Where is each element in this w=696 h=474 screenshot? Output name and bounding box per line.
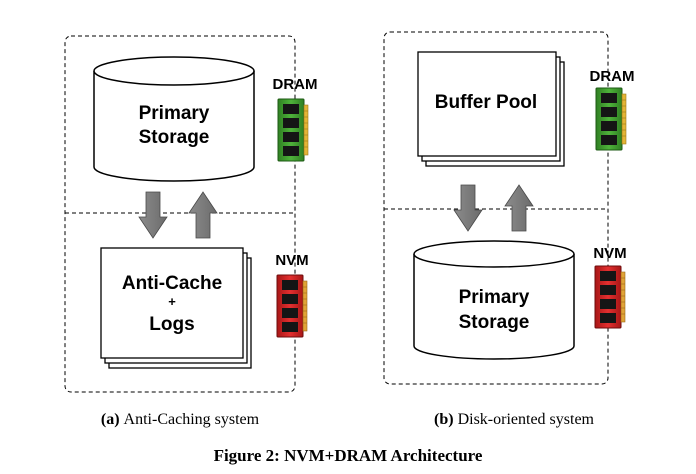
left-dram-module-icon — [277, 98, 309, 162]
right-dram-label: DRAM — [590, 68, 635, 85]
left-cylinder-label-line2: Storage — [139, 127, 210, 148]
right-subcaption-letter: (b) — [434, 411, 454, 428]
right-primary-storage-cylinder: Primary Storage — [413, 240, 575, 360]
right-cylinder-label-line1: Primary — [459, 287, 530, 308]
left-anti-cache-stack: Anti-Cache + Logs — [100, 247, 252, 369]
left-dram-label: DRAM — [273, 76, 318, 93]
right-panel: Buffer Pool Primary Storage DRAM NVM (b)… — [383, 31, 635, 428]
left-panel: Primary Storage Anti-Cache + Logs DRAM N… — [64, 35, 318, 428]
right-buffer-pool-stack: Buffer Pool — [417, 51, 565, 167]
left-subcaption-text: Anti-Caching system — [124, 411, 260, 428]
left-down-arrow — [138, 191, 168, 239]
left-nvm-module-icon — [276, 274, 308, 338]
anti-cache-plus-label: + — [168, 294, 176, 309]
buffer-pool-label: Buffer Pool — [435, 92, 537, 113]
logs-label: Logs — [149, 314, 194, 335]
anti-cache-label: Anti-Cache — [122, 273, 222, 294]
left-subcaption-letter: (a) — [101, 411, 120, 428]
left-nvm-label: NVM — [275, 252, 308, 269]
right-up-arrow — [504, 184, 534, 232]
figure-caption: Figure 2: NVM+DRAM Architecture — [214, 446, 483, 465]
right-down-arrow — [453, 184, 483, 232]
right-dram-module-icon — [595, 87, 627, 151]
right-subcaption: (b)Disk-oriented system — [434, 411, 595, 428]
right-nvm-module-icon — [594, 265, 626, 329]
right-nvm-label: NVM — [593, 245, 626, 262]
left-primary-storage-cylinder: Primary Storage — [93, 56, 255, 182]
left-up-arrow — [188, 191, 218, 239]
right-subcaption-text: Disk-oriented system — [458, 411, 595, 428]
left-panel-border — [64, 35, 296, 393]
right-cylinder-label-line2: Storage — [459, 312, 530, 333]
left-subcaption: (a)Anti-Caching system — [101, 411, 260, 428]
right-panel-border — [383, 31, 609, 385]
left-cylinder-label-line1: Primary — [139, 103, 210, 124]
